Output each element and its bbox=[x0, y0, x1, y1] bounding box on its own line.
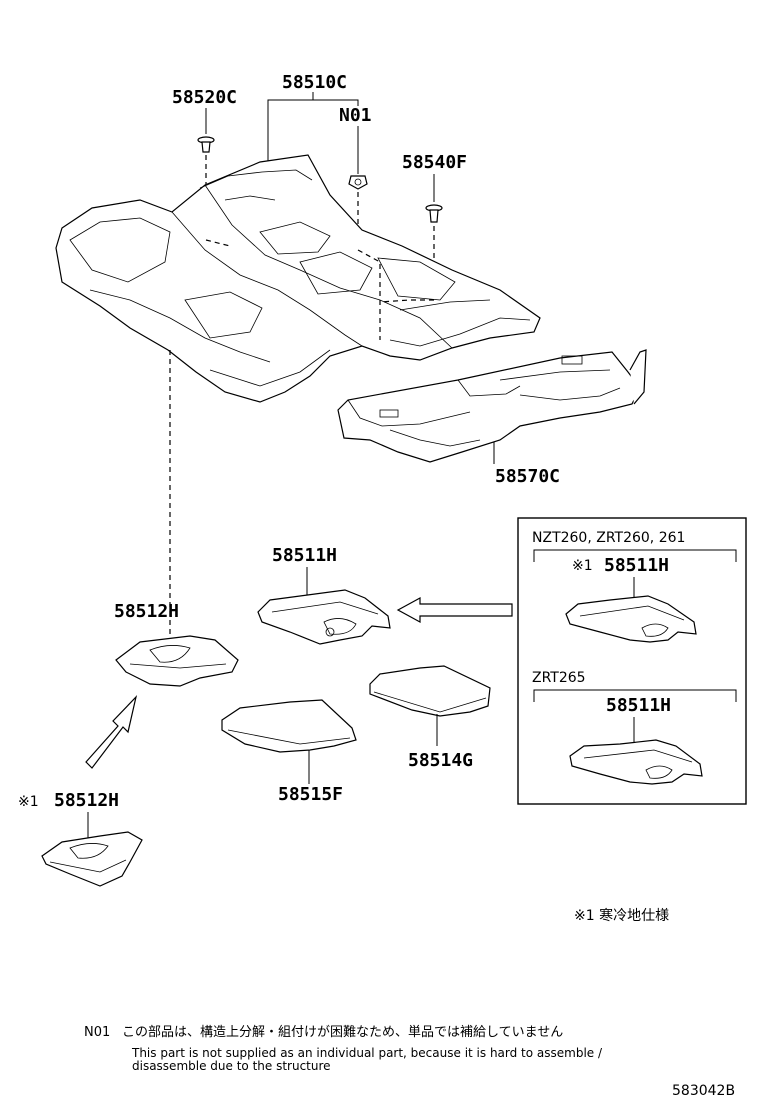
mat-58512h-cold-drawing bbox=[41, 831, 143, 887]
label-58570c: 58570C bbox=[495, 466, 560, 487]
mat-58514g-drawing bbox=[369, 665, 491, 717]
mat-58511h-inset-top-drawing bbox=[565, 595, 697, 643]
cold-mark-inset: ※1 bbox=[572, 558, 593, 574]
mat-58515f-drawing bbox=[221, 699, 357, 753]
footnote-cold-region: ※1 寒冷地仕様 bbox=[574, 907, 669, 924]
label-58512h-main: 58512H bbox=[114, 601, 179, 622]
label-58511h-main: 58511H bbox=[272, 545, 337, 566]
label-58540f: 58540F bbox=[402, 152, 467, 173]
inset-top-bracket bbox=[533, 549, 737, 562]
mat-58511h-inset-bottom-drawing bbox=[569, 739, 703, 785]
label-58511h-inset-bottom: 58511H bbox=[606, 695, 671, 716]
note-code: N01 bbox=[84, 1025, 110, 1040]
nut-n01-drawing bbox=[348, 175, 368, 250]
label-58515f: 58515F bbox=[278, 784, 343, 805]
floor-carpet-58510c-drawing bbox=[55, 154, 541, 403]
label-n01: N01 bbox=[339, 105, 372, 126]
diagram-id: 583042B bbox=[672, 1083, 735, 1099]
label-58511h-inset-top: 58511H bbox=[604, 555, 669, 576]
cold-mark-58512h: ※1 bbox=[18, 794, 39, 810]
label-58512h-cold: 58512H bbox=[54, 790, 119, 811]
note-english-line1: This part is not supplied as an individu… bbox=[131, 1046, 603, 1060]
label-58510c: 58510C bbox=[282, 72, 347, 93]
arrow-left-icon bbox=[396, 596, 513, 624]
variant-inset-box: NZT260, ZRT260, 261 ※1 58511H ZRT265 585… bbox=[517, 517, 747, 805]
rear-carpet-58570c-drawing bbox=[337, 349, 647, 463]
clip-58520c-drawing bbox=[197, 136, 215, 240]
inset-bottom-bracket bbox=[533, 689, 737, 702]
label-58520c: 58520C bbox=[172, 87, 237, 108]
note-english-line2: disassemble due to the structure bbox=[132, 1059, 331, 1073]
inset-bottom-model: ZRT265 bbox=[532, 670, 586, 686]
inset-top-model: NZT260, ZRT260, 261 bbox=[532, 530, 685, 546]
arrow-up-right-icon bbox=[85, 695, 138, 769]
mat-58511h-main-drawing bbox=[257, 589, 391, 645]
label-58514g: 58514G bbox=[408, 750, 473, 771]
mat-58512h-main-drawing bbox=[115, 635, 239, 687]
note-japanese: この部品は、構造上分解・組付けが困難なため、単品では補給していません bbox=[122, 1024, 563, 1040]
